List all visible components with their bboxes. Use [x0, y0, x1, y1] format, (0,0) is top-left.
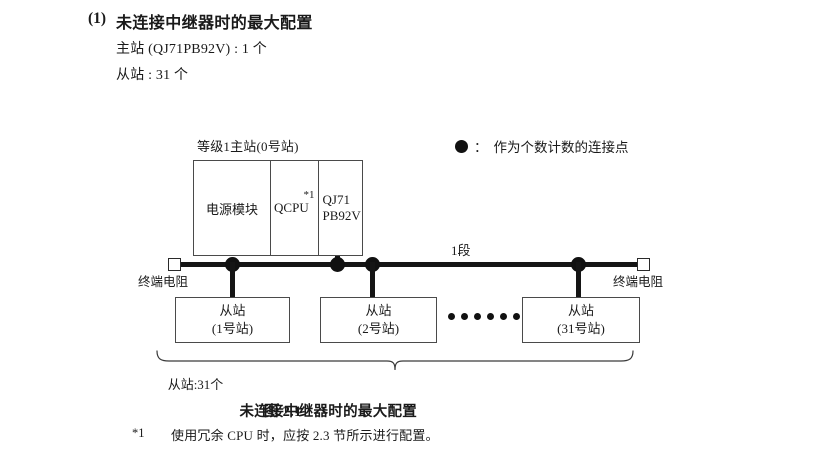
filled-circle-marker-icon	[455, 139, 468, 153]
fieldbus-trunk-line	[175, 262, 641, 267]
slave-station-box: 从站 (1号站)	[175, 297, 290, 343]
power-module-label: 电源模块	[206, 201, 259, 217]
slave-span-brace	[155, 350, 635, 377]
figure-caption: 图 2.1 未连接中继器时的最大配置	[0, 400, 821, 421]
slave-station-number: (1号站)	[211, 321, 254, 336]
slave-station-box: 从站 (2号站)	[320, 297, 437, 343]
qcpu-footnote-marker: *1	[303, 189, 315, 201]
power-module-cell: 电源模块	[194, 161, 272, 255]
slave-title: 从站	[219, 303, 246, 319]
qj71pb92v-module-cell: QJ71 PB92V	[319, 161, 363, 255]
terminating-resistor-left-label: 终端电阻	[138, 275, 189, 289]
footnote-text: 使用冗余 CPU 时，应按 2.3 节所示进行配置。	[171, 428, 439, 443]
slave-station-box: 从站 (31号站)	[522, 297, 640, 343]
drop-line-slave-1	[230, 262, 235, 298]
qcpu-label: QCPU	[274, 200, 309, 215]
slave-station-number: (2号站)	[357, 321, 400, 336]
figure-title: 未连接中继器时的最大配置	[239, 404, 418, 420]
legend: ： 作为个数计数的连接点	[455, 136, 629, 156]
figure-number: 图 2.1	[263, 404, 302, 420]
segment-label: 1段	[451, 243, 471, 258]
qcpu-module-cell: QCPU *1	[271, 161, 319, 255]
connection-point-master	[330, 257, 345, 272]
legend-label: 作为个数计数的连接点	[493, 140, 629, 155]
footnote-marker: *1	[132, 426, 145, 440]
spec-slave-count: 从站 : 31 个	[116, 68, 189, 83]
qj71pb92v-label-line2: PB92V	[322, 208, 361, 223]
legend-colon: ：	[474, 140, 488, 155]
master-station-rack: 电源模块 QCPU *1 QJ71 PB92V	[193, 160, 363, 256]
terminating-resistor-left	[168, 258, 181, 271]
qj71pb92v-label-line1: QJ71	[322, 191, 350, 207]
section-title: 未连接中继器时的最大配置	[116, 15, 313, 32]
section-number: (1)	[88, 10, 107, 27]
spec-master-count: 主站 (QJ71PB92V) : 1 个	[116, 42, 268, 57]
slave-title: 从站	[365, 303, 392, 319]
slave-total-label: 从站:31个	[167, 377, 224, 392]
drop-line-slave-31	[576, 262, 581, 298]
master-station-caption: 等级1主站(0号站)	[197, 139, 299, 154]
drop-line-slave-2	[370, 262, 375, 298]
slave-title: 从站	[567, 303, 594, 319]
ellipsis-dots	[448, 313, 520, 320]
slave-station-number: (31号站)	[557, 321, 605, 336]
terminating-resistor-right	[637, 258, 650, 271]
terminating-resistor-right-label: 终端电阻	[613, 275, 664, 289]
